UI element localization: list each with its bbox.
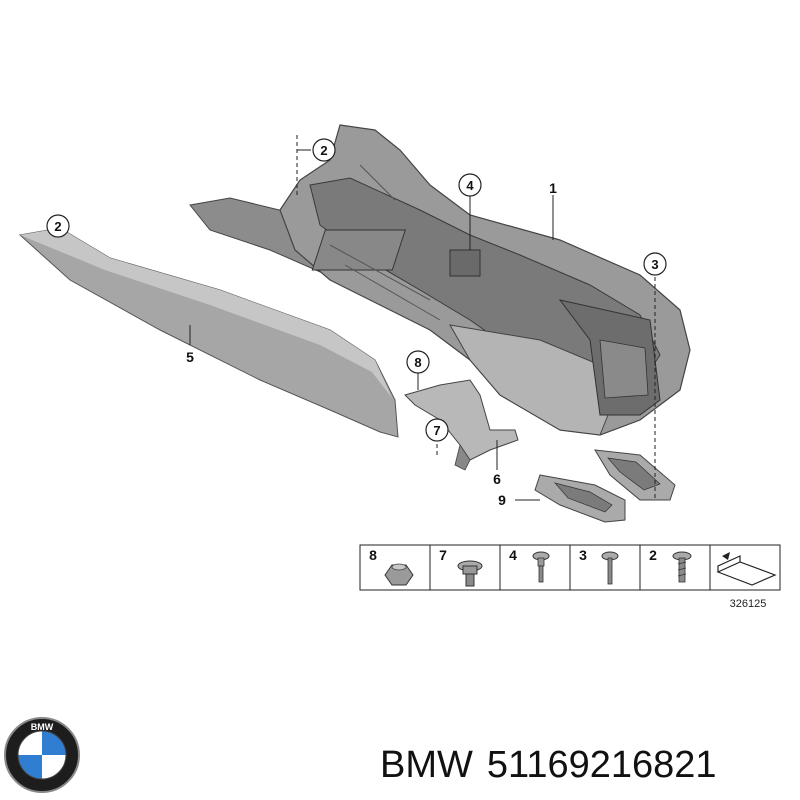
callout-7: 7: [425, 418, 449, 442]
callout-9: 9: [498, 492, 506, 508]
part-number: 51169216821: [486, 744, 717, 786]
bracket: [404, 379, 519, 471]
holder-plate: [534, 449, 676, 523]
callout-2-left: 2: [46, 214, 70, 238]
legend-num-8: 8: [369, 547, 377, 563]
svg-text:4: 4: [466, 178, 474, 193]
svg-text:2: 2: [54, 219, 61, 234]
callout-5: 5: [186, 349, 194, 365]
screw-icon: [532, 551, 550, 583]
screw-icon: [672, 551, 692, 583]
brand-name: BMW: [380, 744, 473, 786]
legend-num-3: 3: [579, 547, 587, 563]
bmw-logo: BMW: [4, 717, 80, 793]
callout-4: 4: [458, 173, 482, 197]
part-caption: BMW 51169216821: [380, 735, 800, 795]
panel-symbol-icon: [716, 552, 777, 586]
legend-num-2: 2: [649, 547, 657, 563]
callout-8: 8: [406, 350, 430, 374]
screw-icon: [601, 551, 619, 585]
nut-icon: [384, 563, 414, 586]
diagram-reference-number: 326125: [730, 598, 767, 610]
svg-text:7: 7: [433, 423, 440, 438]
callout-3: 3: [643, 252, 667, 276]
svg-text:8: 8: [414, 355, 421, 370]
callout-1: 1: [549, 180, 557, 196]
svg-text:2: 2: [320, 143, 327, 158]
svg-text:3: 3: [651, 257, 658, 272]
callout-2-top: 2: [312, 138, 336, 162]
legend-num-4: 4: [509, 547, 517, 563]
side-trim-panel: [18, 227, 399, 438]
fastener-legend: 8 7 4 3 2: [359, 544, 781, 591]
bolt-icon: [457, 560, 483, 587]
callout-6: 6: [493, 471, 501, 487]
svg-text:BMW: BMW: [31, 722, 54, 732]
center-console: [189, 124, 691, 436]
legend-num-7: 7: [439, 547, 447, 563]
